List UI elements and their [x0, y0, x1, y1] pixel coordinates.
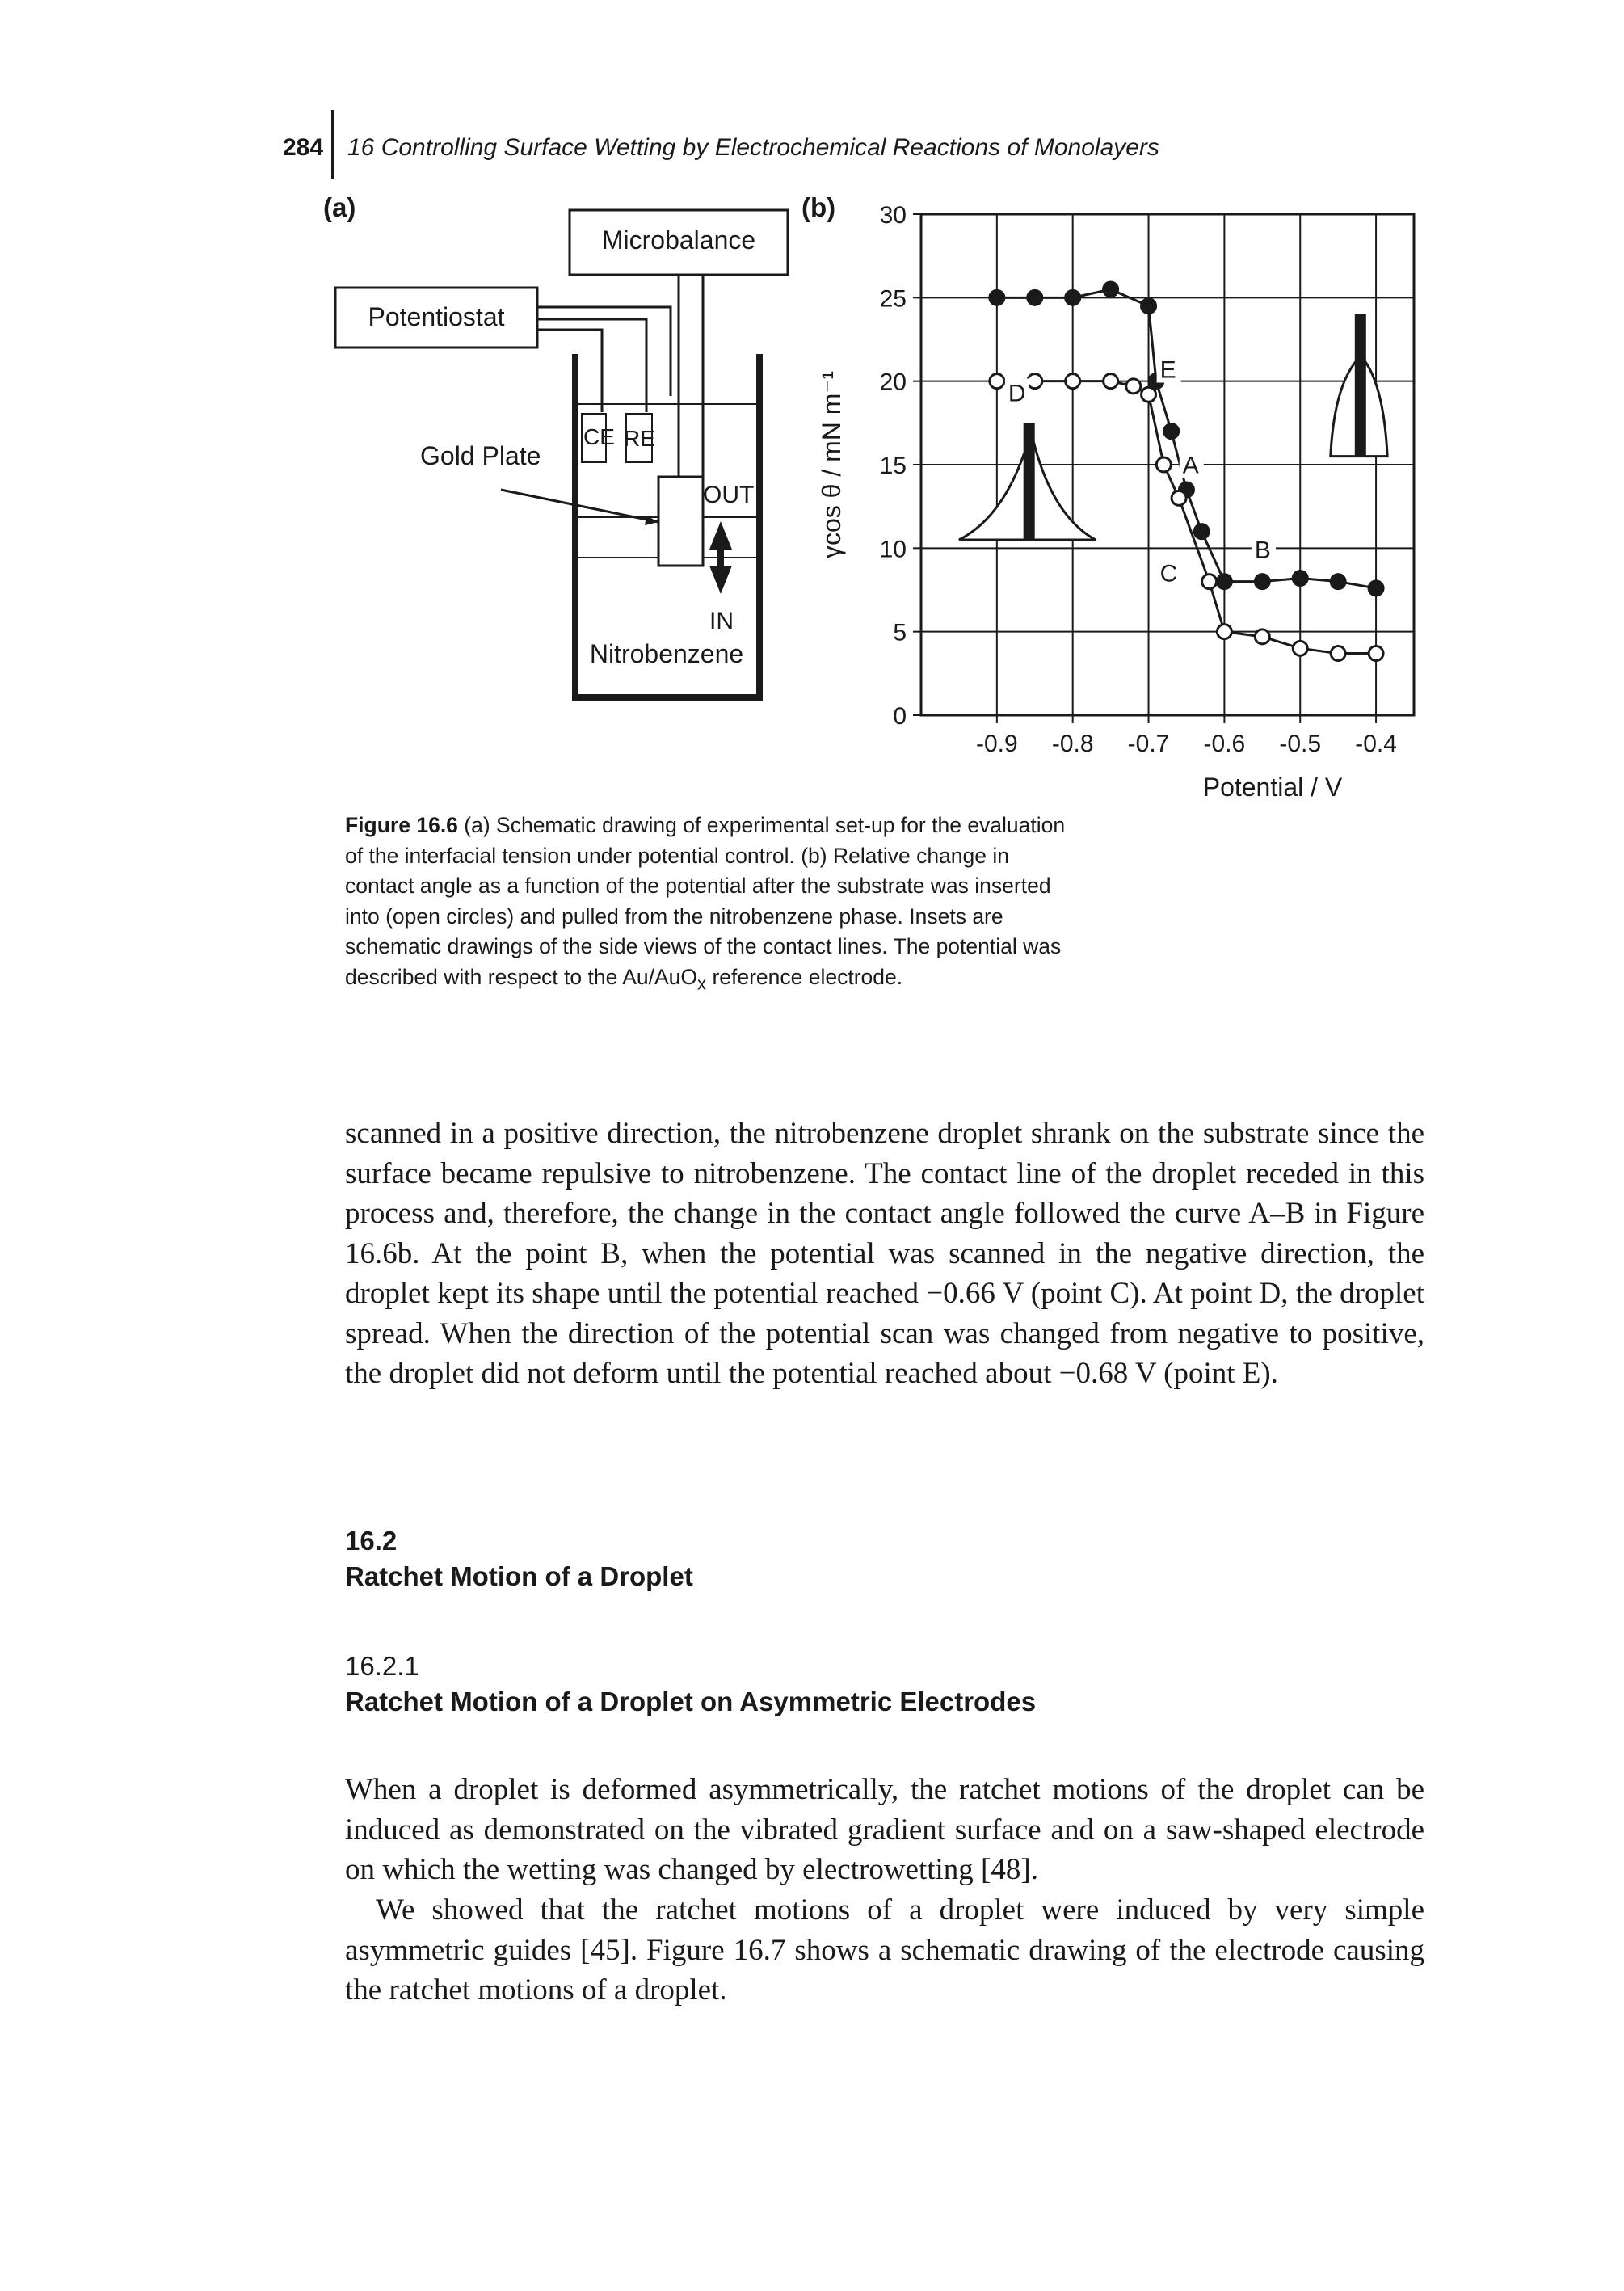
potentiostat-label: Potentiostat — [368, 302, 505, 331]
filled-point — [1329, 573, 1347, 591]
annotation-background — [1251, 535, 1276, 563]
filled-point — [1215, 573, 1233, 591]
open-point — [1155, 456, 1172, 474]
x-tick-label: -0.8 — [1052, 731, 1094, 757]
filled-point — [1367, 579, 1385, 597]
filled-point — [1026, 288, 1044, 306]
open-point — [1201, 573, 1218, 591]
subsection-number: 16.2.1 — [345, 1651, 419, 1681]
filled-point — [1102, 280, 1120, 298]
filled-point — [1140, 297, 1158, 315]
gold-plate-pointer — [500, 488, 659, 524]
y-axis-label: γcos θ / mN m⁻¹ — [817, 371, 846, 558]
gold-plate — [657, 475, 705, 567]
series-line — [996, 288, 1377, 590]
annotation-background — [1156, 355, 1181, 383]
section-number: 16.2 — [345, 1526, 398, 1556]
caption-end: reference electrode. — [706, 964, 903, 989]
ce-electrode — [581, 413, 607, 463]
x-tick-label: -0.9 — [976, 731, 1018, 757]
body-paragraph-1: scanned in a positive direction, the nit… — [345, 1117, 1424, 1390]
annotation-e: E — [1160, 357, 1176, 384]
filled-point — [988, 288, 1006, 306]
caption-text: (a) Schematic drawing of experimental se… — [345, 813, 1066, 989]
header-rule — [331, 110, 334, 179]
out-label: OUT — [703, 482, 754, 508]
wires — [537, 275, 705, 477]
annotation-b: B — [1255, 537, 1271, 564]
open-point — [1329, 645, 1347, 663]
section-title: Ratchet Motion of a Droplet — [345, 1561, 693, 1591]
open-point — [988, 373, 1006, 390]
filled-point — [1064, 288, 1082, 306]
contact-angle-chart: 0 5 10 15 20 25 30 -0.9 -0.8 -0.7 -0.6 -0.5 -0.4Pote… — [817, 202, 1416, 802]
panel-b-label: (b) — [801, 192, 836, 222]
y-tick-label: 0 — [893, 703, 907, 730]
schematic-diagram: Microbalance Potentiostat CE RE Gold Pla… — [334, 208, 789, 701]
body-paragraph-3: We showed that the ratchet motions of a … — [345, 1893, 1424, 2007]
open-point — [1125, 377, 1142, 395]
caption-label: Figure 16.6 — [345, 813, 458, 837]
x-tick-label: -0.5 — [1279, 731, 1321, 757]
open-point — [1140, 385, 1158, 403]
open-point — [1253, 628, 1271, 646]
open-point — [1367, 645, 1385, 663]
filled-point — [1193, 523, 1210, 541]
subsection-title: Ratchet Motion of a Droplet on Asymmetri… — [345, 1687, 1037, 1716]
filled-point — [1163, 423, 1180, 440]
plate-icon — [1023, 423, 1035, 540]
x-tick-label: -0.7 — [1128, 731, 1170, 757]
filled-point — [1253, 573, 1271, 591]
annotation-background — [1179, 450, 1204, 478]
open-point — [1026, 373, 1044, 390]
open-point — [1215, 623, 1233, 641]
re-label: RE — [624, 426, 655, 451]
open-point — [1064, 373, 1082, 390]
body-paragraph-2: When a droplet is deformed asymmetricall… — [345, 1773, 1424, 1886]
in-out-arrow-icon — [709, 521, 732, 594]
filled-point — [1291, 570, 1309, 587]
x-tick-label: -0.6 — [1204, 731, 1246, 757]
y-tick-label: 20 — [880, 369, 907, 396]
x-axis-label: Potential / V — [1203, 773, 1343, 802]
annotation-a: A — [1183, 452, 1199, 478]
y-tick-label: 10 — [880, 536, 907, 562]
potentiostat-box — [334, 286, 539, 349]
beaker — [572, 354, 763, 701]
gold-plate-label: Gold Plate — [420, 441, 541, 470]
y-tick-label: 25 — [880, 285, 907, 312]
page-number: 284 — [283, 134, 324, 161]
running-title: 16 Controlling Surface Wetting by Electr… — [347, 134, 1159, 161]
re-electrode — [625, 413, 653, 463]
annotation-background — [1156, 558, 1181, 587]
open-point — [1102, 373, 1120, 390]
plate-icon — [1354, 314, 1366, 457]
y-tick-label: 30 — [880, 202, 907, 229]
annotation-d: D — [1008, 380, 1026, 406]
figure-caption: Figure 16.6 (a) Schematic drawing of exp… — [345, 811, 1072, 998]
caption-subscript: x — [697, 972, 707, 993]
ce-label: CE — [583, 424, 615, 449]
annotation-c: C — [1160, 561, 1178, 587]
panel-a-label: (a) — [323, 192, 356, 222]
annotation-background — [1004, 378, 1029, 406]
x-tick-label: -0.4 — [1355, 731, 1397, 757]
nitrobenzene-label: Nitrobenzene — [590, 639, 743, 668]
open-point — [1291, 639, 1309, 657]
microbalance-label: Microbalance — [602, 225, 755, 255]
y-tick-label: 15 — [880, 453, 907, 479]
y-tick-label: 5 — [893, 620, 907, 646]
in-label: IN — [709, 608, 734, 634]
open-point — [1170, 489, 1188, 507]
